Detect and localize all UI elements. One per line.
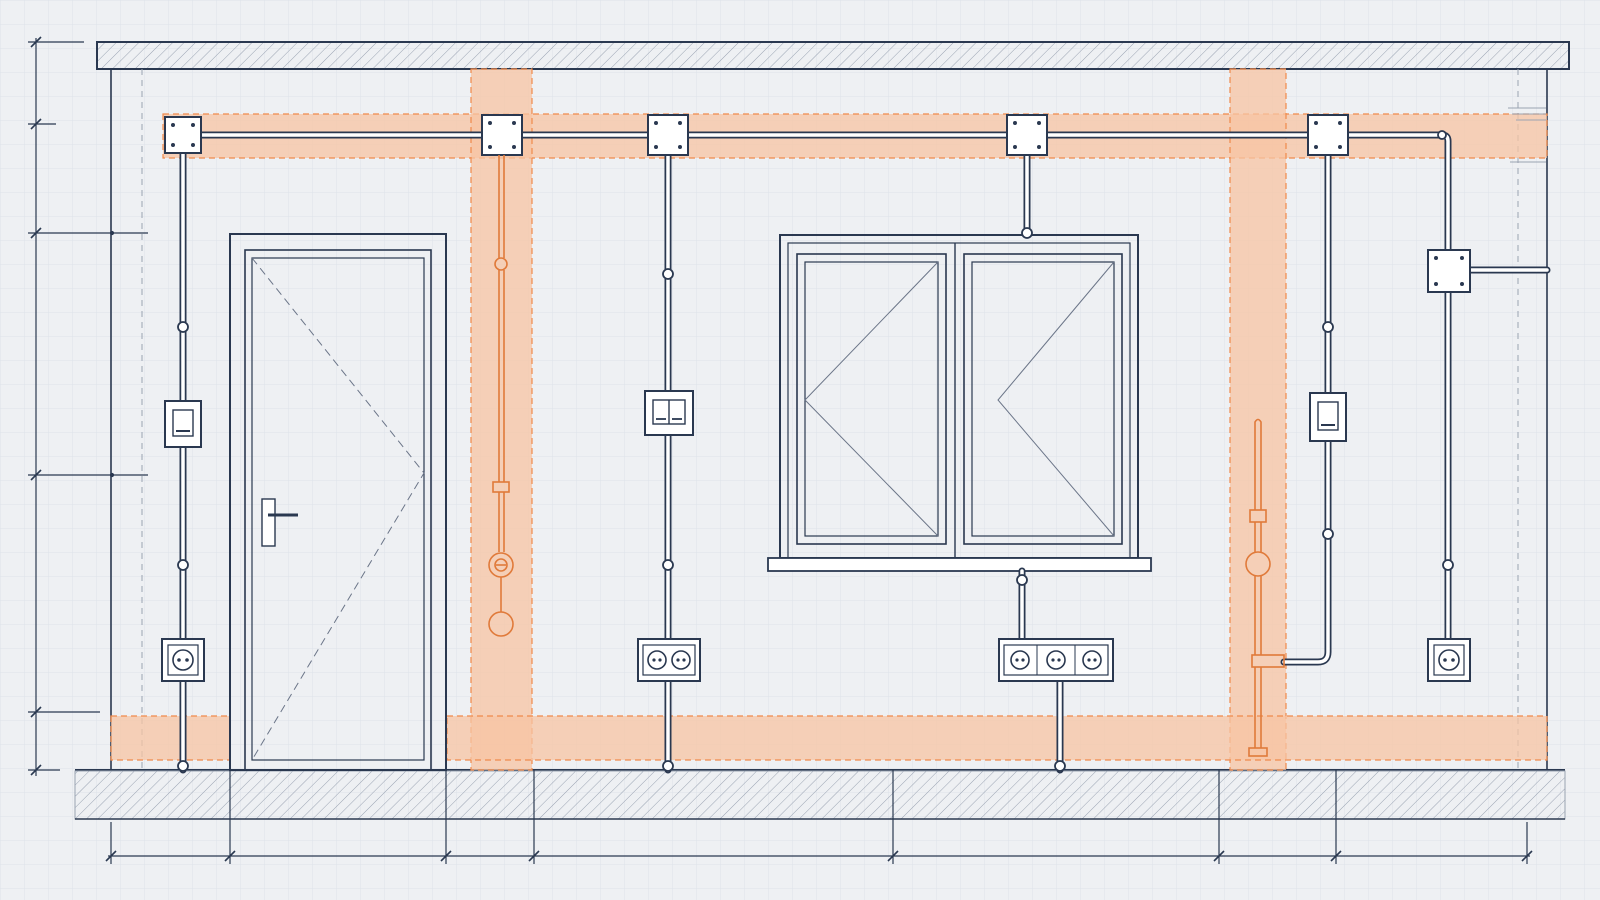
horizontal-cable-zone-bottom-left	[110, 715, 231, 761]
power-socket-icon	[637, 638, 701, 682]
window	[767, 234, 1152, 572]
window-sill	[767, 557, 1152, 572]
junction-box-icon	[481, 114, 523, 156]
water-pipe-right	[1245, 418, 1285, 757]
junction-box-icon	[647, 114, 689, 156]
light-switch-icon	[164, 400, 202, 448]
junction-box-icon	[1427, 249, 1471, 293]
power-socket-icon	[161, 638, 205, 682]
water-pipe-left	[488, 155, 514, 637]
light-switch-icon	[1309, 392, 1347, 442]
horizontal-cable-zone-bottom	[446, 715, 1548, 761]
horizontal-dimension	[105, 770, 1533, 864]
water-pipes	[488, 155, 1285, 757]
door-handle-icon	[261, 498, 298, 547]
conduit-couplers	[177, 130, 1454, 772]
switches	[164, 390, 1347, 448]
junction-box-icon	[164, 116, 202, 154]
double-switch-icon	[644, 390, 694, 436]
junction-boxes	[164, 114, 1471, 293]
sockets	[161, 638, 1471, 682]
power-socket-icon	[1427, 638, 1471, 682]
junction-box-icon	[1006, 114, 1048, 156]
edge-marks	[1508, 107, 1546, 163]
wall-outline	[110, 69, 1548, 770]
ceiling-slab	[96, 41, 1570, 70]
vertical-dimension	[28, 36, 148, 776]
vertical-cable-zone-left	[470, 68, 533, 771]
door	[229, 233, 447, 771]
floor-slab	[74, 769, 1566, 820]
power-socket-icon	[998, 638, 1114, 682]
junction-box-icon	[1307, 114, 1349, 156]
